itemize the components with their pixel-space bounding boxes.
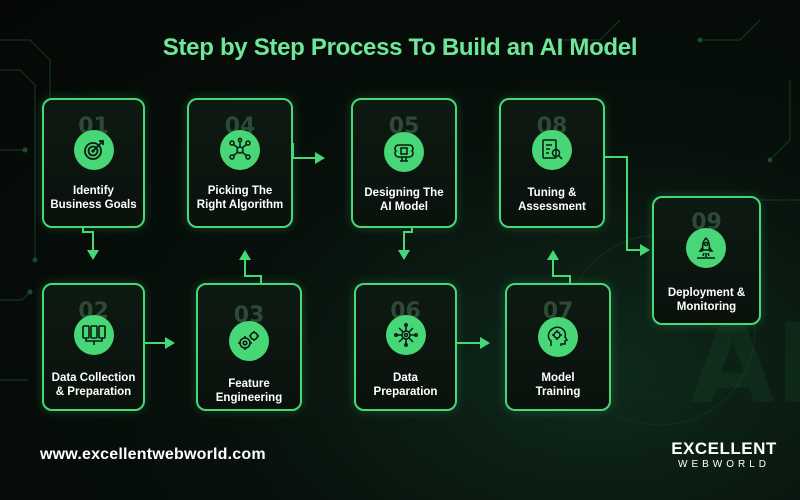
arrow-08-09 — [605, 156, 640, 251]
logo-line1: EXCELLENT — [671, 439, 777, 458]
arrow-05-06 — [403, 228, 413, 252]
network-icon — [220, 130, 260, 170]
logo-line2: WEBWORLD — [678, 459, 770, 470]
target-icon — [74, 130, 114, 170]
ai-head-icon — [538, 317, 578, 357]
step-label: Deployment &Monitoring — [667, 287, 746, 313]
step-card-09: 09 Deployment &Monitoring — [652, 196, 761, 325]
circuit-chip-icon — [386, 315, 426, 355]
brand-logo: EXCELLENT WEBWORLD — [664, 440, 784, 471]
arrow-04-05 — [292, 143, 315, 159]
arrow-07-08 — [552, 258, 571, 283]
step-card-08: 08 Tuning &Assessment — [499, 98, 605, 228]
step-label: Data Collection& Preparation — [51, 372, 136, 398]
database-icon — [74, 315, 114, 355]
gears-icon — [229, 321, 269, 361]
website-url[interactable]: www.excellentwebworld.com — [40, 446, 266, 463]
arrow-03-04 — [244, 258, 262, 283]
step-card-02: 02 Data Collection& Preparation — [42, 283, 145, 411]
step-label: Tuning &Assessment — [518, 187, 586, 213]
brain-chip-icon — [384, 132, 424, 172]
checklist-search-icon — [532, 130, 572, 170]
page-title: Step by Step Process To Build an AI Mode… — [162, 34, 638, 61]
arrow-01-02 — [82, 228, 94, 252]
rocket-icon — [686, 228, 726, 268]
